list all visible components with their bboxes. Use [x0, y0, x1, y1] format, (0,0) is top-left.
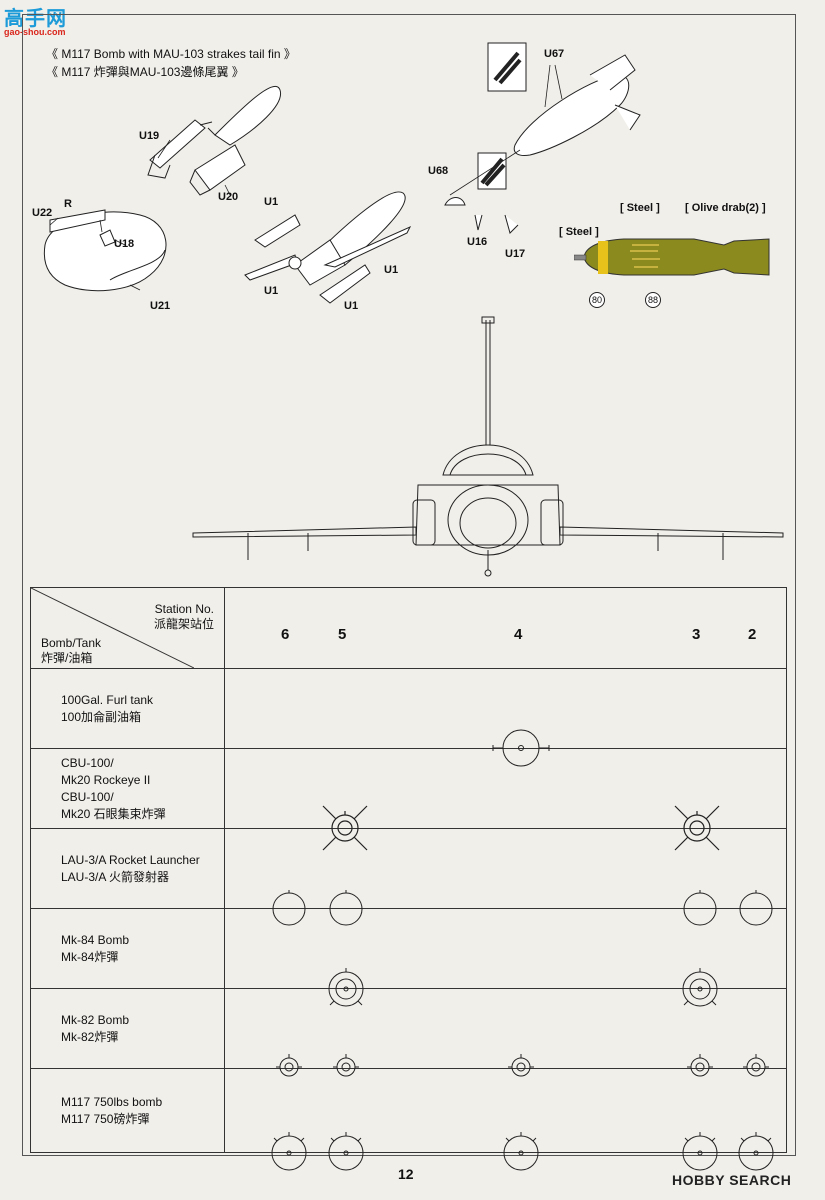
station-no-heading: Station No. 派龍架站位 — [154, 602, 214, 632]
page-number: 12 — [398, 1166, 414, 1182]
part-label-u1-top: U1 — [264, 196, 279, 208]
part-label-u68: U68 — [428, 165, 449, 177]
row-label-lau3a: LAU-3/A Rocket Launcher LAU-3/A 火箭發射器 — [30, 828, 225, 909]
part-label-u18: U18 — [114, 238, 135, 250]
row-cbu-en: CBU-100/ — [61, 755, 114, 770]
m117-icons — [271, 1131, 774, 1170]
row-cbu-zh2: Mk20 石眼集束炸彈 — [61, 806, 166, 821]
part-label-u16: U16 — [467, 236, 488, 248]
station-6: 6 — [281, 626, 290, 643]
part-label-r: R — [64, 198, 72, 210]
hobby-search-logo: HOBBY SEARCH — [672, 1172, 792, 1188]
mk82-icons — [276, 1053, 769, 1076]
painted-bomb-illustration — [574, 238, 770, 276]
lau3a-icons — [272, 889, 773, 925]
section-title-en: 《 M117 Bomb with MAU-103 strakes tail fi… — [46, 47, 296, 61]
watermark-logo-text: 高手网 — [4, 8, 67, 30]
paint-ref-80: 80 — [589, 292, 605, 308]
station-5: 5 — [338, 626, 347, 643]
page-frame — [22, 14, 796, 1156]
bomb-tank-heading: Bomb/Tank 炸彈/油箱 — [41, 636, 101, 666]
row-fuel-tank-en: 100Gal. Furl tank — [61, 692, 154, 707]
station-header-row: 6 5 4 3 2 — [224, 587, 787, 669]
row-fuel-tank-stations — [224, 668, 787, 766]
part-label-u21: U21 — [150, 300, 171, 312]
watermark-url: gao-shou.com — [4, 27, 66, 37]
corner-diagonal — [31, 588, 194, 668]
row-label-cbu: CBU-100/ Mk20 Rockeye II CBU-100/ Mk20 石… — [30, 748, 225, 829]
row-cbu-stations — [224, 748, 787, 850]
row-label-mk84: Mk-84 Bomb Mk-84炸彈 — [30, 908, 225, 989]
row-label-fuel-tank: 100Gal. Furl tank 100加侖副油箱 — [30, 668, 225, 749]
row-m117-en: M117 750lbs bomb — [61, 1094, 163, 1109]
table-corner-cell: Station No. 派龍架站位 Bomb/Tank 炸彈/油箱 — [30, 587, 225, 669]
station-no-zh: 派龍架站位 — [153, 617, 214, 631]
fuel-tank-icons — [492, 729, 550, 766]
paint-callout-olive-drab: [ Olive drab(2) ] — [685, 202, 766, 214]
part-label-u20: U20 — [218, 191, 239, 203]
site-watermark: 高手网 gao-shou.com — [4, 2, 67, 37]
paint-callout-steel-top: [ Steel ] — [620, 202, 660, 214]
part-label-u22: U22 — [32, 207, 53, 219]
row-cbu-zh: CBU-100/ — [61, 789, 114, 804]
station-4: 4 — [514, 626, 523, 643]
row-label-mk82: Mk-82 Bomb Mk-82炸彈 — [30, 988, 225, 1069]
row-mk82-zh: Mk-82炸彈 — [61, 1029, 119, 1044]
row-lau3a-en: LAU-3/A Rocket Launcher — [61, 852, 200, 867]
bomb-tank-en: Bomb/Tank — [41, 636, 102, 650]
row-m117-stations — [224, 1068, 787, 1170]
row-mk82-stations — [224, 988, 787, 1076]
row-cbu-en2: Mk20 Rockeye II — [61, 772, 151, 787]
part-label-u19: U19 — [139, 130, 160, 142]
row-mk84-zh: Mk-84炸彈 — [61, 949, 119, 964]
station-no-en: Station No. — [154, 602, 214, 616]
mk84-icons — [328, 967, 718, 1006]
station-3: 3 — [692, 626, 701, 643]
row-fuel-tank-zh: 100加侖副油箱 — [61, 709, 142, 724]
fin-assembly-diagram — [244, 191, 412, 304]
row-m117-zh: M117 750磅炸彈 — [61, 1111, 150, 1126]
paint-ref-88: 88 — [645, 292, 661, 308]
cbu-icons — [322, 805, 720, 850]
part-label-u1-bottom: U1 — [344, 300, 359, 312]
section-title-zh: 《 M117 炸彈與MAU-103邊條尾翼 》 — [46, 65, 244, 79]
bomb-assembly-diagram — [444, 42, 641, 234]
bomb-tank-zh: 炸彈/油箱 — [41, 651, 93, 665]
row-lau3a-zh: LAU-3/A 火箭發射器 — [61, 869, 170, 884]
row-lau3a-stations — [224, 828, 787, 925]
paint-callout-steel-nose: [ Steel ] — [559, 226, 599, 238]
part-label-u1-right: U1 — [384, 264, 399, 276]
station-2: 2 — [748, 626, 757, 643]
part-label-u17: U17 — [505, 248, 526, 260]
row-mk84-en: Mk-84 Bomb — [61, 932, 130, 947]
part-label-u1-left: U1 — [264, 285, 279, 297]
row-mk84-stations — [224, 908, 787, 1006]
row-label-m117: M117 750lbs bomb M117 750磅炸彈 — [30, 1068, 225, 1153]
station-loading-table: Station No. 派龍架站位 Bomb/Tank 炸彈/油箱 6 5 4 … — [30, 587, 787, 1170]
row-mk82-en: Mk-82 Bomb — [61, 1012, 130, 1027]
tail-fin-assembly-diagram — [43, 85, 281, 292]
part-label-u67: U67 — [544, 48, 565, 60]
aircraft-front-view — [192, 316, 784, 577]
